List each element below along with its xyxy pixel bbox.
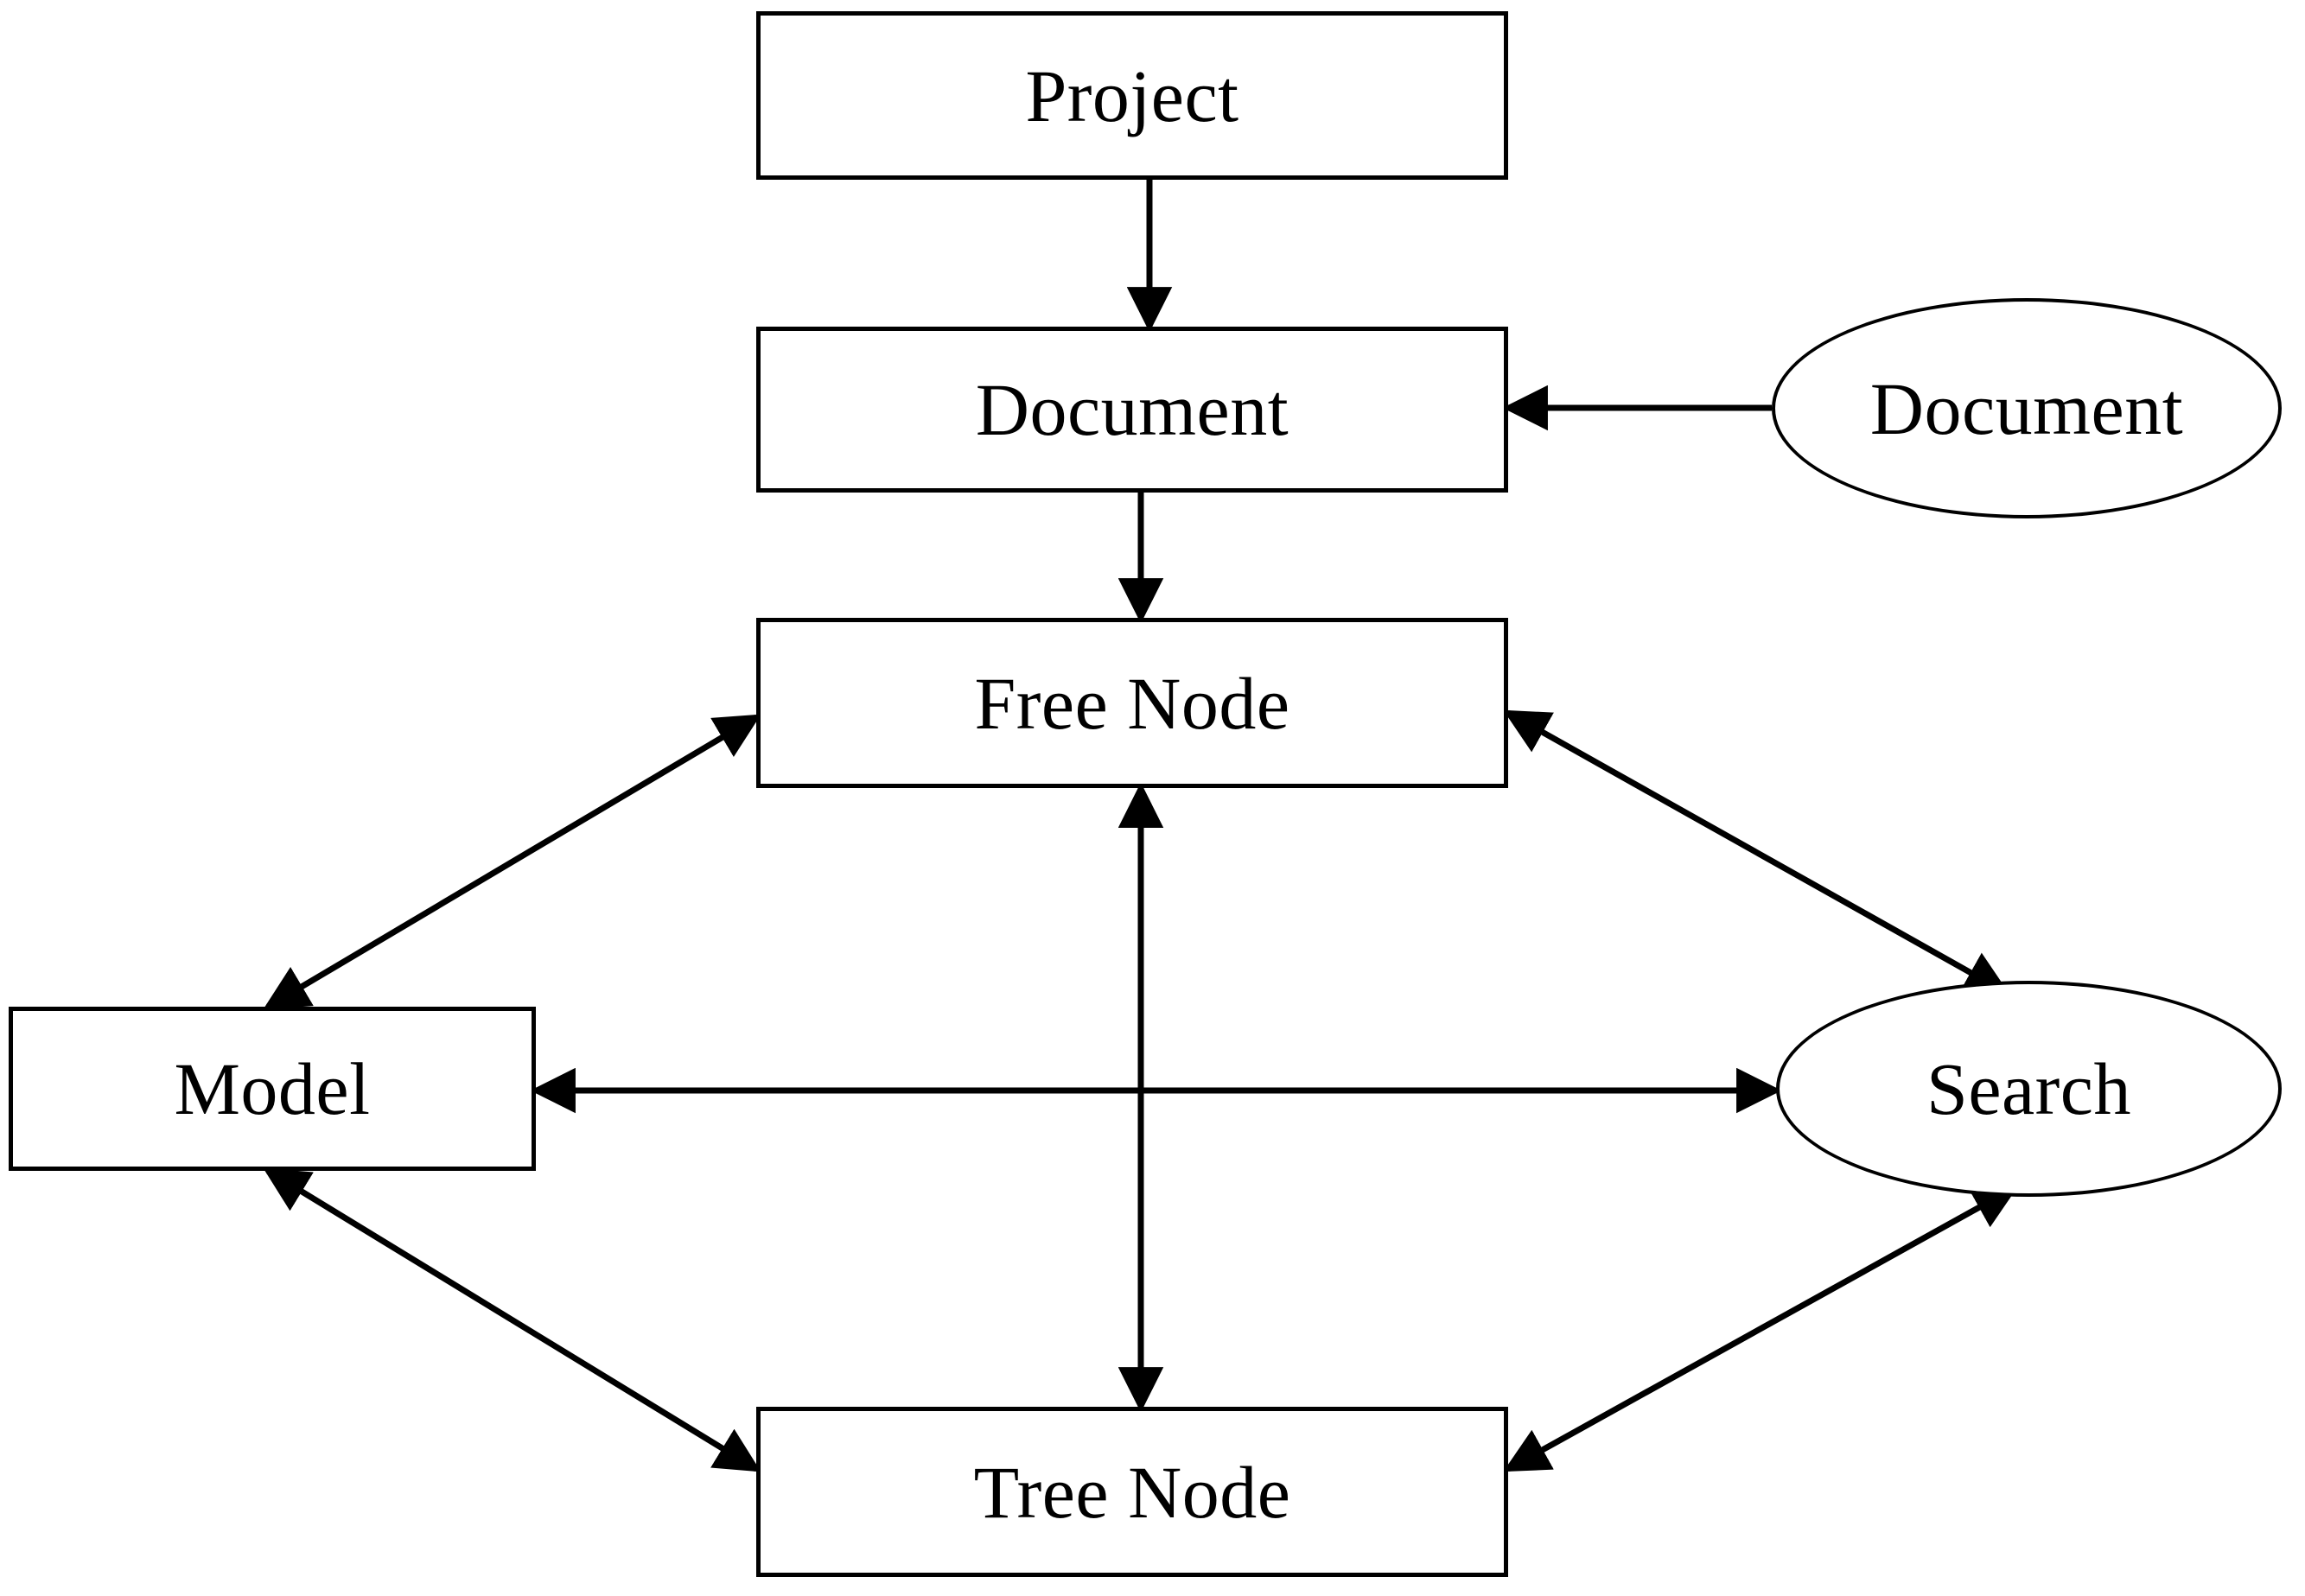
edge-model-tree-node: [263, 1167, 761, 1472]
edge-free-node-model: [263, 714, 761, 1010]
node-document-ellipse-label: Document: [1869, 366, 2184, 450]
node-project[interactable]: Project: [756, 11, 1508, 180]
node-tree-node[interactable]: Tree Node: [756, 1407, 1508, 1577]
node-tree-node-label: Tree Node: [973, 1450, 1291, 1534]
node-document-box-label: Document: [975, 368, 1289, 451]
node-model-label: Model: [174, 1047, 371, 1130]
node-search[interactable]: Search: [1776, 981, 2282, 1197]
edge-free-node-search: [1503, 709, 2010, 995]
node-search-label: Search: [1926, 1047, 2131, 1130]
edge-search-tree-node: [1503, 1185, 2019, 1472]
node-free-node-label: Free Node: [974, 661, 1290, 745]
node-free-node[interactable]: Free Node: [756, 618, 1508, 788]
node-document-ellipse[interactable]: Document: [1772, 298, 2282, 518]
node-project-label: Project: [1025, 54, 1239, 137]
node-document-box[interactable]: Document: [756, 327, 1508, 493]
node-model[interactable]: Model: [9, 1007, 536, 1171]
